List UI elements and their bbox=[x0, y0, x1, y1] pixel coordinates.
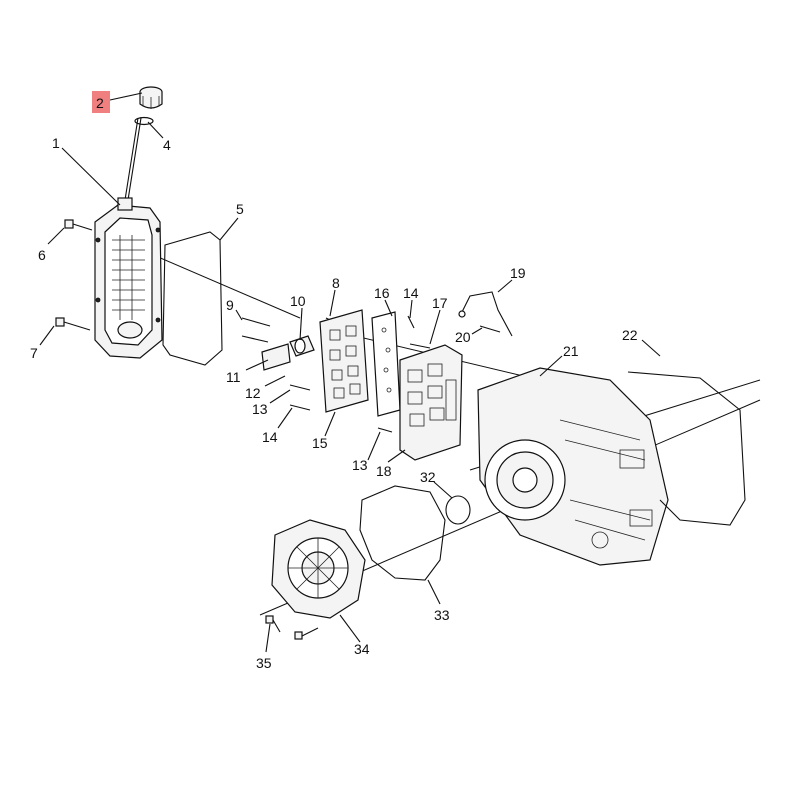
callout-1: 1 bbox=[52, 135, 60, 151]
callout-20: 20 bbox=[455, 329, 471, 345]
callout-2: 2 bbox=[96, 95, 104, 111]
part-16-separator-plate bbox=[371, 311, 401, 417]
callout-11: 11 bbox=[226, 369, 241, 385]
callout-12: 12 bbox=[245, 385, 261, 401]
small-bolts bbox=[241, 315, 431, 433]
callout-4: 4 bbox=[163, 137, 171, 153]
part-6-bolt bbox=[64, 219, 93, 231]
part-15-valve-plate bbox=[319, 309, 369, 413]
callout-21: 21 bbox=[563, 343, 579, 359]
dipstick-tube bbox=[124, 117, 142, 201]
part-2-fill-cap bbox=[139, 86, 163, 109]
callout-13b: 13 bbox=[352, 457, 368, 473]
part-22-case-gasket bbox=[627, 371, 746, 526]
part-18-control-module bbox=[399, 344, 463, 461]
part-19-wire-harness bbox=[458, 291, 513, 337]
part-1-side-cover bbox=[94, 197, 163, 359]
callout-32: 32 bbox=[420, 469, 436, 485]
part-7-bolt bbox=[55, 317, 91, 331]
callout-8: 8 bbox=[332, 275, 340, 291]
callout-22: 22 bbox=[622, 327, 638, 343]
callout-labels: 1 2 4 5 6 7 8 9 10 11 12 13 13 14 14 15 … bbox=[30, 95, 638, 671]
part-32-o-ring bbox=[445, 495, 471, 525]
part-33-cover-gasket bbox=[359, 485, 446, 581]
part-21-transmission-case bbox=[477, 367, 669, 566]
callout-34: 34 bbox=[354, 641, 370, 657]
callout-7: 7 bbox=[30, 345, 38, 361]
callout-10: 10 bbox=[290, 293, 306, 309]
leader-lines bbox=[39, 92, 661, 653]
callout-6: 6 bbox=[38, 247, 46, 263]
callout-15: 15 bbox=[312, 435, 328, 451]
callout-14a: 14 bbox=[403, 285, 419, 301]
callout-14b: 14 bbox=[262, 429, 278, 445]
part-20-sensor bbox=[479, 325, 501, 333]
highlight-box bbox=[92, 91, 110, 113]
part-10-solenoid bbox=[289, 335, 315, 357]
part-11-12-bracket bbox=[261, 343, 291, 371]
callout-19: 19 bbox=[510, 265, 526, 281]
callout-33: 33 bbox=[434, 607, 450, 623]
callout-35: 35 bbox=[256, 655, 272, 671]
callout-18: 18 bbox=[376, 463, 392, 479]
callout-17: 17 bbox=[432, 295, 448, 311]
callout-13a: 13 bbox=[252, 401, 268, 417]
part-35-bolts bbox=[265, 615, 319, 640]
part-5-gasket bbox=[162, 231, 223, 366]
callout-9: 9 bbox=[226, 297, 234, 313]
callout-5: 5 bbox=[236, 201, 244, 217]
part-34-end-cover bbox=[271, 519, 366, 619]
callout-16: 16 bbox=[374, 285, 390, 301]
